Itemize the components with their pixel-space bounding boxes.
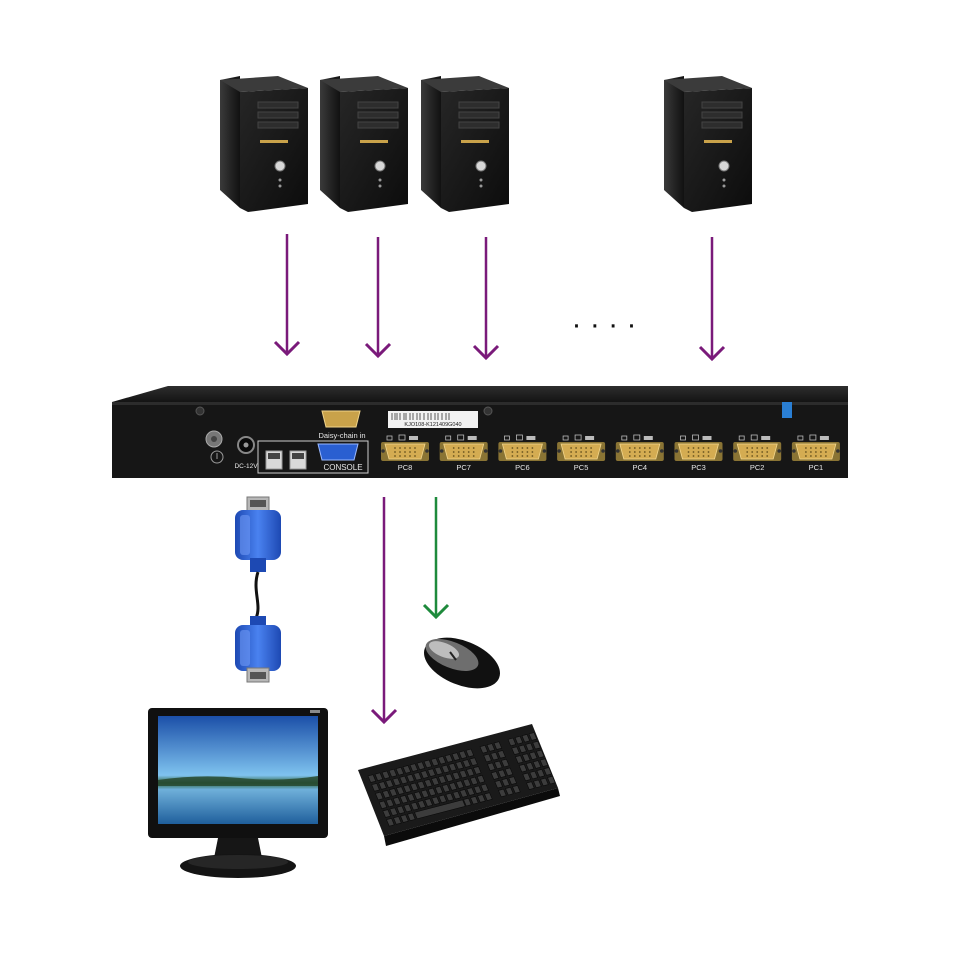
power-jack: DC-12V: [234, 436, 258, 470]
kvm-port-label: PC7: [456, 463, 471, 472]
usb-port-1: [265, 450, 283, 470]
kvm-port-pc6: PC6: [498, 434, 547, 472]
ground-screw-icon: [205, 430, 224, 464]
kvm-port-pc3: PC3: [674, 434, 723, 472]
kvm-port-label: PC4: [633, 463, 648, 472]
computer-tower-4-icon: [664, 76, 752, 212]
arrow-pc-2-to-kvm: [364, 237, 392, 359]
console-vga-port: CONSOLE: [317, 443, 363, 472]
monitor-icon: [148, 708, 328, 878]
mouse-icon: [424, 637, 500, 689]
computer-tower-2-icon: [320, 76, 408, 212]
serial-sticker: KJO108-K121409G040: [388, 411, 478, 428]
kvm-port-label: PC1: [809, 463, 824, 472]
daisy-chain-port: Daisy-chain in: [318, 410, 366, 440]
computer-tower-1-icon: [220, 76, 308, 212]
keyboard-icon: [358, 724, 560, 846]
usb-port-2: [289, 450, 307, 470]
arrow-pc-3-to-kvm: [472, 237, 500, 361]
kvm-port-pc2: PC2: [733, 434, 782, 472]
kvm-port-pc8: PC8: [381, 434, 429, 472]
computer-tower-3-icon: [421, 76, 509, 212]
serial-label: KJO108-K121409G040: [404, 422, 461, 428]
console-label: CONSOLE: [323, 463, 362, 472]
kvm-switch: DC-12V CONSOLE Daisy-chain in: [112, 386, 848, 478]
power-label: DC-12V: [234, 463, 258, 470]
vga-cable-icon: [235, 496, 281, 683]
arrow-kvm-to-mouse: [422, 497, 450, 620]
kvm-port-label: PC3: [691, 463, 706, 472]
kvm-port-label: PC2: [750, 463, 765, 472]
space-bar: [414, 799, 466, 820]
kvm-port-label: PC5: [574, 463, 589, 472]
kvm-port-pc1: PC1: [791, 434, 840, 472]
kvm-port-label: PC8: [398, 463, 413, 472]
kvm-port-pc4: PC4: [615, 434, 664, 472]
kvm-port-pc7: PC7: [439, 434, 488, 472]
arrow-pc-n-to-kvm: [698, 237, 726, 362]
daisy-chain-label: Daisy-chain in: [318, 431, 365, 440]
arrow-kvm-to-keyboard: [370, 497, 398, 725]
kvm-port-pc5: PC5: [557, 434, 606, 472]
kvm-port-label: PC6: [515, 463, 530, 472]
more-computers-ellipsis: · · · ·: [572, 308, 637, 341]
arrow-pc-1-to-kvm: [273, 234, 301, 357]
